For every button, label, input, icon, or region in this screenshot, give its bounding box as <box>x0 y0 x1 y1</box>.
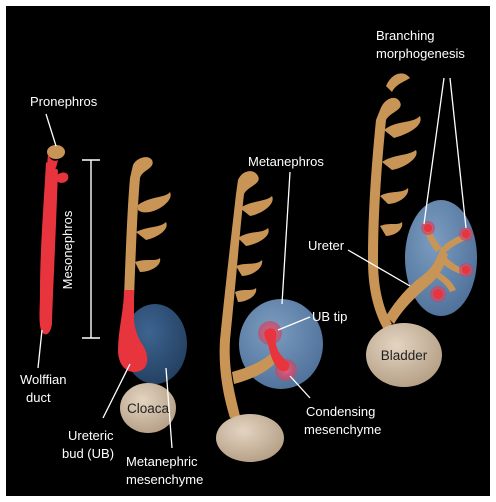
label-wolffian-duct-2: duct <box>26 390 51 405</box>
label-cloaca: Cloaca <box>127 401 170 416</box>
label-bladder: Bladder <box>381 348 428 363</box>
label-condensing-mesenchyme-1: Condensing <box>306 404 375 419</box>
label-branching-morphogenesis-2: morphogenesis <box>376 46 465 61</box>
pronephros-shape <box>47 145 65 159</box>
label-wolffian-duct-1: Wolffian <box>20 372 67 387</box>
label-ureter: Ureter <box>308 238 345 253</box>
label-mesonephros: Mesonephros <box>60 210 75 289</box>
label-branching-morphogenesis-1: Branching <box>376 28 435 43</box>
cloaca-stage3 <box>216 414 284 462</box>
label-condensing-mesenchyme-2: mesenchyme <box>304 422 381 437</box>
label-ureteric-bud-1: Ureteric <box>68 428 114 443</box>
label-metanephric-mesenchyme-2: mesenchyme <box>126 472 203 487</box>
label-metanephric-mesenchyme-1: Metanephric <box>126 454 198 469</box>
label-ureteric-bud-2: bud (UB) <box>62 446 114 461</box>
label-pronephros: Pronephros <box>30 94 98 109</box>
label-ub-tip: UB tip <box>312 309 347 324</box>
label-metanephros: Metanephros <box>248 154 324 169</box>
